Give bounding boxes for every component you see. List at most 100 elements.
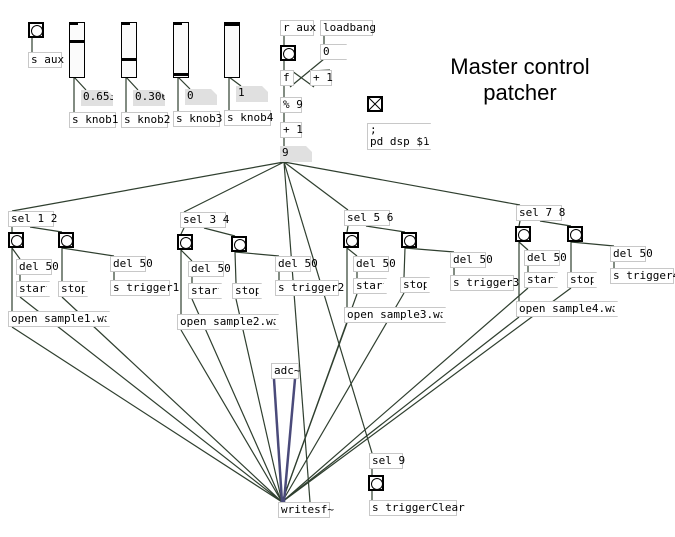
send-trigger4-object[interactable]: s trigger4: [610, 268, 675, 284]
open-sample4-message[interactable]: open sample4.wav: [516, 301, 618, 317]
connection-wire[interactable]: [281, 287, 529, 503]
knob3-number[interactable]: 0: [185, 89, 217, 105]
connection-wire[interactable]: [61, 247, 115, 257]
open-sample2-message[interactable]: open sample2.wav: [177, 314, 279, 330]
sample3-stop-bang[interactable]: [401, 232, 417, 248]
stop-message[interactable]: stop: [400, 277, 430, 293]
knob4-slider[interactable]: [224, 22, 240, 78]
send-aux-object[interactable]: s aux: [28, 52, 64, 68]
select-9-object[interactable]: sel 9: [369, 453, 405, 469]
delay-50-object[interactable]: del 50: [16, 259, 59, 275]
connection-wire[interactable]: [289, 58, 325, 88]
stop-message[interactable]: stop: [232, 283, 262, 299]
connection-wire[interactable]: [346, 225, 349, 233]
receive-aux-object[interactable]: r aux: [280, 20, 316, 36]
connection-wire[interactable]: [235, 298, 283, 503]
open-sample1-message[interactable]: open sample1.wav: [8, 311, 110, 327]
connection-wire[interactable]: [234, 251, 237, 284]
float-object[interactable]: f: [280, 70, 294, 86]
connection-wire[interactable]: [234, 251, 280, 257]
connection-wire[interactable]: [11, 247, 21, 260]
sample2-stop-bang[interactable]: [231, 236, 247, 252]
sample3-bang[interactable]: [343, 232, 359, 248]
connection-wire[interactable]: [177, 76, 191, 90]
sample4-bang[interactable]: [515, 226, 531, 242]
send-knob1-object[interactable]: s knob1: [69, 112, 118, 128]
dsp-message[interactable]: ; pd dsp $1: [367, 123, 431, 150]
connection-wire[interactable]: [203, 227, 236, 237]
connection-wire[interactable]: [11, 161, 285, 212]
connection-wire[interactable]: [518, 241, 529, 251]
start-message[interactable]: start: [188, 283, 222, 299]
slider-knob[interactable]: [225, 23, 239, 26]
dsp-toggle[interactable]: [367, 96, 383, 112]
connection-wire[interactable]: [180, 227, 185, 235]
slider-knob[interactable]: [122, 58, 136, 61]
connection-wire[interactable]: [283, 161, 521, 206]
knob4-number[interactable]: 1: [236, 86, 268, 102]
start-message[interactable]: start: [16, 281, 50, 297]
select-1-2-object[interactable]: sel 1 2: [8, 211, 57, 227]
send-knob2-object[interactable]: s knob2: [121, 112, 170, 128]
stop-message[interactable]: stop: [58, 281, 88, 297]
knob2-number[interactable]: 0.306: [133, 90, 165, 106]
select-7-8-object[interactable]: sel 7 8: [516, 205, 565, 221]
connection-wire[interactable]: [283, 161, 373, 454]
knob1-number[interactable]: 0.653: [81, 90, 113, 106]
delay-50-object[interactable]: del 50: [610, 246, 653, 262]
knob3-slider[interactable]: [173, 22, 189, 78]
connection-wire[interactable]: [539, 220, 572, 227]
connection-wire[interactable]: [125, 76, 139, 91]
stop-message[interactable]: stop: [567, 272, 597, 288]
sample1-stop-bang[interactable]: [58, 232, 74, 248]
delay-50-object[interactable]: del 50: [450, 252, 493, 268]
connection-wire[interactable]: [183, 161, 285, 213]
delay-50-object[interactable]: del 50: [353, 256, 396, 272]
writesf-object[interactable]: writesf~: [278, 502, 334, 518]
connection-wire[interactable]: [365, 225, 406, 233]
send-triggerclear-object[interactable]: s triggerClear: [369, 500, 465, 516]
signal-wire[interactable]: [282, 378, 297, 503]
connection-wire[interactable]: [19, 296, 283, 503]
signal-wire[interactable]: [272, 378, 284, 503]
clear-bang[interactable]: [368, 475, 384, 491]
plus-one-object[interactable]: + 1: [310, 70, 333, 86]
connection-wire[interactable]: [29, 226, 63, 233]
counter-bang[interactable]: [280, 45, 296, 61]
delay-50-object[interactable]: del 50: [275, 256, 318, 272]
connection-wire[interactable]: [518, 220, 521, 227]
init-zero-message[interactable]: 0: [320, 44, 347, 60]
send-trigger1-object[interactable]: s trigger1: [110, 280, 179, 296]
select-3-4-object[interactable]: sel 3 4: [180, 212, 229, 228]
sample2-bang[interactable]: [177, 234, 193, 250]
send-knob3-object[interactable]: s knob3: [173, 111, 222, 127]
connection-wire[interactable]: [191, 298, 283, 503]
loadbang-object[interactable]: loadbang: [320, 20, 376, 36]
modulo-nine-object[interactable]: % 9: [280, 97, 303, 113]
connection-wire[interactable]: [281, 292, 405, 503]
connection-wire[interactable]: [180, 249, 193, 262]
connection-wire[interactable]: [180, 329, 283, 503]
sample1-bang[interactable]: [8, 232, 24, 248]
connection-wire[interactable]: [281, 316, 520, 503]
connection-wire[interactable]: [403, 247, 406, 278]
adc-object[interactable]: adc~: [271, 363, 301, 379]
connection-wire[interactable]: [281, 293, 358, 503]
connection-wire[interactable]: [281, 287, 572, 503]
delay-50-object[interactable]: del 50: [188, 261, 231, 277]
aux-bang[interactable]: [28, 22, 44, 38]
connection-wire[interactable]: [283, 161, 311, 503]
open-sample3-message[interactable]: open sample3.wav: [344, 307, 446, 323]
send-trigger3-object[interactable]: s trigger3: [450, 275, 519, 291]
select-5-6-object[interactable]: sel 5 6: [344, 210, 393, 226]
send-knob4-object[interactable]: s knob4: [224, 110, 273, 126]
knob2-slider[interactable]: [121, 22, 137, 78]
connection-wire[interactable]: [11, 326, 283, 503]
send-trigger2-object[interactable]: s trigger2: [275, 280, 344, 296]
delay-50-object[interactable]: del 50: [110, 256, 153, 272]
plus-one-object-2[interactable]: + 1: [280, 122, 303, 138]
connection-wire[interactable]: [346, 247, 358, 257]
connection-wire[interactable]: [404, 247, 455, 253]
start-message[interactable]: start: [524, 272, 558, 288]
